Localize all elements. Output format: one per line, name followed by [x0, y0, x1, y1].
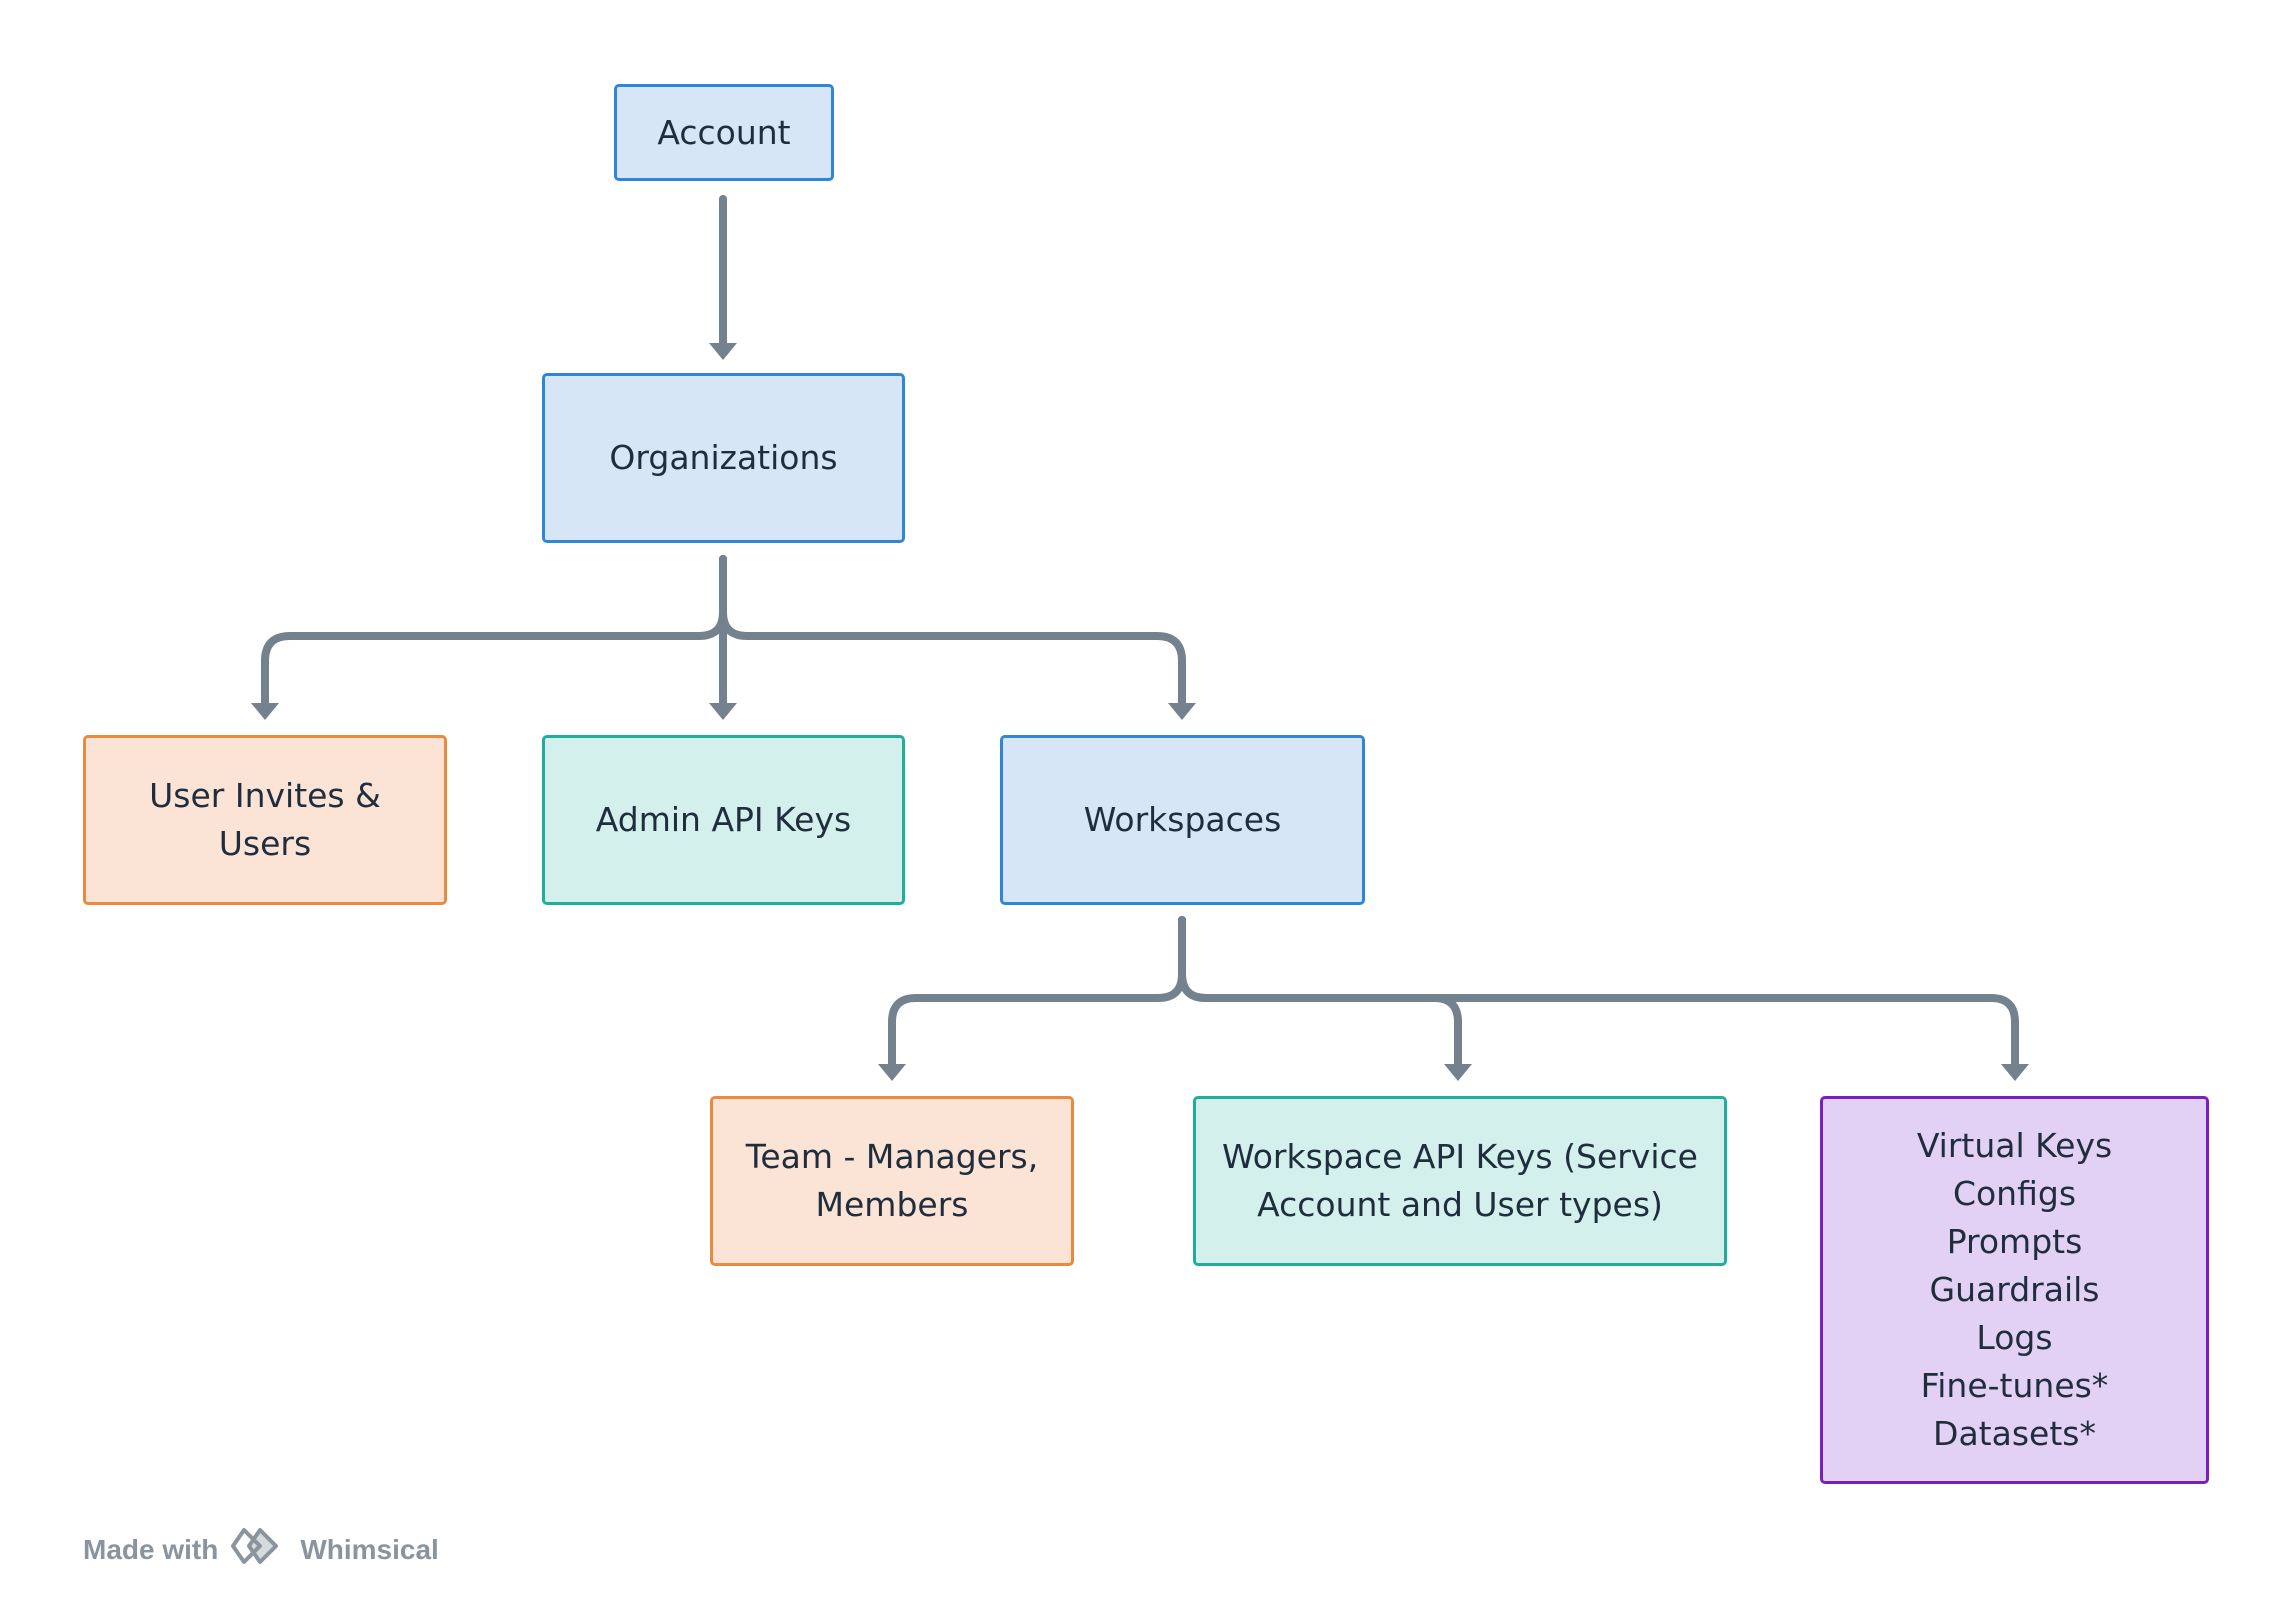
node-admin-api-keys-label: Admin API Keys — [595, 800, 852, 839]
made-with-whimsical-badge[interactable]: Made with Whimsical — [83, 1526, 439, 1573]
arrowhead-resources — [2001, 1064, 2029, 1081]
resource-prompts: Prompts — [1946, 1222, 2083, 1261]
node-user-invites-line-1: User Invites & — [149, 776, 381, 815]
arrowhead-workspace-api-keys — [1444, 1064, 1472, 1081]
resource-virtual-keys: Virtual Keys — [1916, 1126, 2113, 1165]
node-team-line-1: Team - Managers, — [745, 1137, 1039, 1176]
edge-workspaces-workspace-api-keys — [1178, 916, 1462, 1070]
node-organizations-label: Organizations — [609, 438, 838, 477]
resource-guardrails: Guardrails — [1929, 1270, 2100, 1309]
node-user-invites-users[interactable]: User Invites & Users — [83, 735, 447, 905]
node-workspace-api-keys-line-2: Account and User types) — [1257, 1185, 1663, 1224]
edge-organizations-user-invites — [261, 555, 727, 709]
node-team[interactable]: Team - Managers, Members — [710, 1096, 1074, 1266]
arrowhead-admin-api-keys — [709, 703, 737, 720]
node-account-label: Account — [657, 112, 791, 152]
node-team-line-2: Members — [815, 1185, 969, 1224]
resource-configs: Configs — [1952, 1174, 2077, 1213]
node-account[interactable]: Account — [614, 84, 834, 181]
arrowhead-team — [878, 1064, 906, 1081]
whimsical-brand-label: Whimsical — [300, 1533, 439, 1565]
edge-workspaces-resources — [1178, 916, 2019, 1070]
made-with-label: Made with — [83, 1533, 219, 1565]
arrowhead-workspaces — [1168, 703, 1196, 720]
node-user-invites-line-2: Users — [218, 824, 312, 863]
node-organizations[interactable]: Organizations — [542, 373, 905, 543]
resource-fine-tunes: Fine-tunes* — [1920, 1366, 2109, 1405]
node-workspace-resources[interactable]: Virtual Keys Configs Prompts Guardrails … — [1820, 1096, 2209, 1484]
edge-workspaces-team — [888, 916, 1186, 1070]
arrowhead-user-invites — [251, 703, 279, 720]
edge-organizations-workspaces — [719, 555, 1186, 709]
node-workspace-api-keys-line-1: Workspace API Keys (Service — [1222, 1137, 1698, 1176]
resource-datasets: Datasets* — [1933, 1414, 2096, 1453]
arrowhead-organizations — [709, 343, 737, 360]
node-workspace-api-keys[interactable]: Workspace API Keys (Service Account and … — [1193, 1096, 1727, 1266]
node-admin-api-keys[interactable]: Admin API Keys — [542, 735, 905, 905]
node-workspaces-label: Workspaces — [1083, 800, 1282, 839]
resource-logs: Logs — [1976, 1318, 2053, 1357]
node-workspaces[interactable]: Workspaces — [1000, 735, 1365, 905]
whimsical-logo-icon — [230, 1526, 288, 1573]
